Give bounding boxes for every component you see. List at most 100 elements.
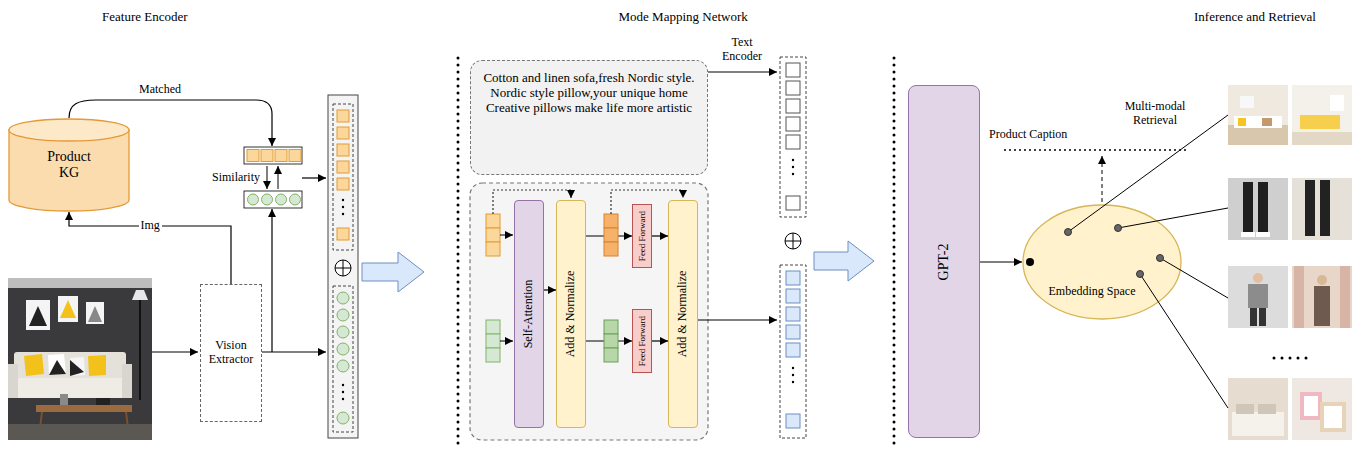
retrieved-product-photo-part	[1232, 412, 1284, 436]
arrow-label: Matched	[139, 83, 181, 97]
text-group: GPT-2	[936, 243, 952, 280]
text-group: Vision Extractor	[204, 339, 258, 367]
fused-feature-column-part	[342, 398, 344, 400]
retrieved-product-photo-part	[1250, 308, 1257, 326]
retrieved-product-photo-part	[1236, 404, 1254, 414]
similarity-vectors-part	[276, 194, 287, 205]
similarity-vectors-part	[244, 147, 302, 164]
embedding-point	[1137, 271, 1144, 278]
mapped-feature-vector-part	[792, 381, 794, 383]
token-vectors-part	[604, 348, 618, 362]
token-vectors-part	[604, 320, 618, 334]
token-vectors-part	[486, 348, 500, 362]
text-feature-vector-part	[792, 166, 794, 168]
fused-feature-column-part	[342, 206, 344, 208]
text-feature-vector-part	[786, 135, 800, 149]
similarity-vectors-part	[261, 150, 273, 162]
retrieved-product-photo	[1228, 85, 1352, 440]
vision-flow-arrows-part	[271, 209, 272, 352]
stage-arrow-part	[362, 252, 424, 292]
living-room-photo-part	[8, 278, 152, 440]
retrieved-product-photo-part	[1256, 232, 1270, 237]
knowledge-graph-cylinder: Product KG	[8, 118, 130, 212]
retrieved-product-photo-part	[1238, 118, 1246, 126]
token-vectors-part	[500, 341, 513, 342]
fused-feature-column-part	[342, 391, 344, 393]
mapped-feature-vector-part	[698, 319, 777, 320]
fused-feature-column-part	[337, 178, 349, 190]
living-room-photo-part	[88, 306, 102, 322]
retrieved-product-photo-part	[1292, 266, 1352, 328]
output-label: Multi-modal Retrieval	[1120, 100, 1190, 128]
text-group: Feed Forward	[637, 211, 647, 261]
node-text: Embedding Space	[1049, 285, 1136, 299]
text-feature-vector-part	[780, 57, 806, 217]
node-text: Vision Extractor	[204, 339, 258, 367]
retrieved-product-photo-part	[1253, 273, 1263, 283]
fused-feature-column-part	[337, 326, 349, 338]
embedding-ellipse	[1023, 205, 1181, 319]
living-room-photo-part	[139, 300, 141, 400]
node-text: Product KG	[37, 149, 101, 181]
retrieval-link	[1140, 274, 1228, 408]
node-text: Add & Normalize	[564, 271, 578, 358]
connector-arrow	[980, 261, 1022, 262]
retrieved-product-photo-part	[1234, 116, 1282, 128]
token-vectors-part	[486, 334, 500, 348]
living-room-photo-part	[96, 398, 110, 405]
self-attention-block: Self-Attention	[514, 200, 544, 428]
vision-flow-arrows-part	[152, 351, 198, 352]
token-vectors-part	[604, 214, 618, 228]
living-room-photo-part	[60, 394, 68, 405]
mapped-feature-vector	[698, 265, 806, 438]
retrieved-product-photo-part	[1292, 378, 1352, 440]
similarity-vectors-part	[248, 194, 259, 205]
mapped-feature-vector-part	[792, 367, 794, 369]
text-feature-vector	[780, 57, 806, 217]
retrieved-product-photo-part	[1304, 396, 1318, 416]
similarity-vectors-part	[302, 177, 326, 178]
retrieved-product-photo-part	[1241, 232, 1255, 237]
retrieved-product-photo-part	[1258, 182, 1268, 234]
retrieved-product-photo-part	[1248, 284, 1268, 308]
more-dots-part	[1281, 357, 1284, 360]
mapped-feature-vector-part	[786, 307, 800, 321]
retrieved-product-photo-part	[1240, 96, 1254, 108]
fused-feature-column-part	[343, 260, 344, 276]
edge-label: Img	[139, 219, 162, 233]
retrieved-product-photo-part	[1320, 180, 1330, 236]
token-vectors-part	[604, 228, 618, 242]
living-room-photo-part	[8, 424, 152, 440]
fused-feature-column-part	[328, 95, 358, 438]
similarity-vectors-part	[247, 150, 259, 162]
token-vectors	[486, 214, 618, 362]
connector-arrow	[544, 289, 556, 290]
retrieval-link	[1160, 258, 1228, 298]
cylinder-top	[9, 119, 129, 141]
text-group: Product KG	[37, 149, 101, 181]
retrieved-product-photo-part	[1317, 275, 1327, 285]
retrieved-product-photo-part	[1294, 266, 1304, 328]
add-normalize-block: Add & Normalize	[668, 200, 698, 428]
fused-feature-column	[328, 95, 358, 438]
fused-feature-column-part	[337, 144, 349, 156]
text-group: Add & Normalize	[564, 271, 578, 358]
fused-feature-column-part	[337, 228, 349, 240]
more-dots-part	[1297, 357, 1300, 360]
living-room-photo-part	[10, 378, 130, 398]
text-feature-vector-part	[786, 63, 800, 77]
fused-feature-column-part	[342, 199, 344, 201]
text-feature-vector-part	[786, 117, 800, 131]
retrieved-product-photo-part	[1320, 402, 1346, 432]
retrieved-product-photo-part	[1314, 286, 1330, 326]
text-group: Feed Forward	[637, 316, 647, 366]
query-point	[1026, 258, 1034, 266]
living-room-photo-part	[48, 354, 66, 375]
node-text: Self-Attention	[522, 280, 536, 349]
similarity-vectors-part	[275, 150, 287, 162]
more-dots	[1273, 357, 1308, 360]
fused-feature-column-part	[337, 161, 349, 173]
token-vectors-part	[604, 242, 618, 256]
mapped-feature-vector-part	[786, 343, 800, 357]
section-separator-part	[893, 58, 896, 448]
